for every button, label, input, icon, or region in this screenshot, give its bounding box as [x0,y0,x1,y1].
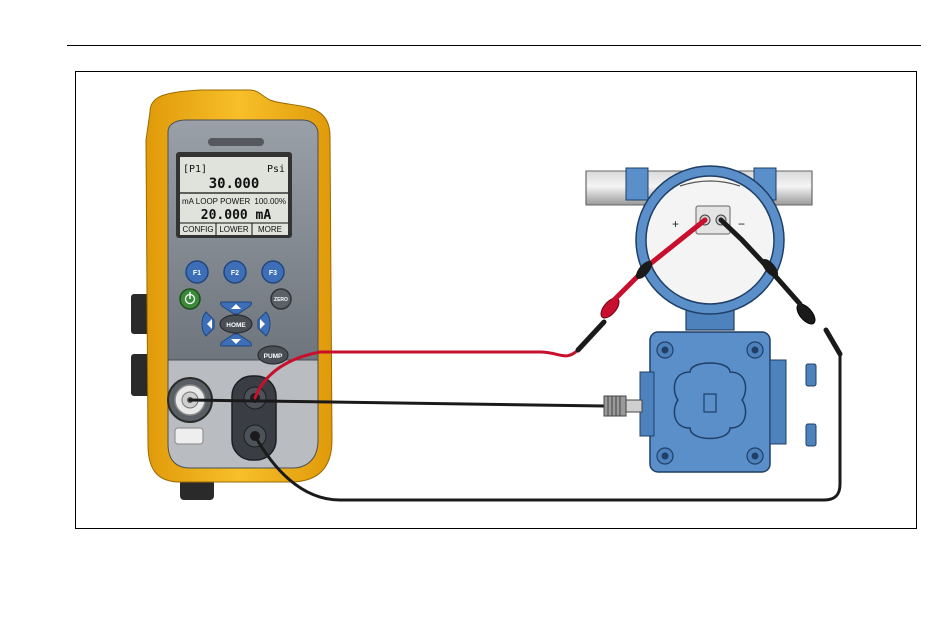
lcd-percent: 100.00% [254,197,286,206]
pressure-transmitter: + − [626,166,816,472]
softkey-lower[interactable]: LOWER [219,225,249,234]
power-button[interactable] [180,289,200,309]
f3-key[interactable]: F3 [262,261,284,283]
lcd-mode-label: mA LOOP POWER [182,197,251,206]
svg-text:F2: F2 [231,270,239,277]
hang-slot [208,138,264,146]
home-button[interactable]: HOME [220,315,252,333]
pressure-calibrator: [P1] Psi 30.000 mA LOOP POWER 100.00% 20… [131,90,332,500]
red-probe-body [578,322,604,350]
lcd-current-value: 20.000 mA [201,208,272,223]
vent-knob [175,428,203,444]
lcd-display: [P1] Psi 30.000 mA LOOP POWER 100.00% 20… [176,152,292,238]
terminal-plus-label: + [672,217,679,231]
sensor-body [640,332,816,472]
hose-fitting [604,396,626,416]
softkey-config[interactable]: CONFIG [182,225,213,234]
svg-text:F1: F1 [193,270,201,277]
zero-button[interactable]: ZERO [271,289,291,309]
svg-text:ZERO: ZERO [274,297,288,303]
svg-text:HOME: HOME [226,322,246,329]
terminal-compartment [646,176,774,304]
ma-jack-panel [232,376,276,460]
pump-button[interactable]: PUMP [258,346,288,364]
svg-text:PUMP: PUMP [264,353,283,360]
terminal-minus-label: − [738,217,745,231]
lcd-pressure-unit: Psi [267,164,285,175]
f1-key[interactable]: F1 [186,261,208,283]
lcd-channel: [P1] [183,164,207,175]
black-probe-guard [794,301,819,327]
svg-text:F3: F3 [269,270,277,277]
f2-key[interactable]: F2 [224,261,246,283]
softkey-more[interactable]: MORE [258,225,282,234]
lcd-pressure-value: 30.000 [209,176,260,192]
